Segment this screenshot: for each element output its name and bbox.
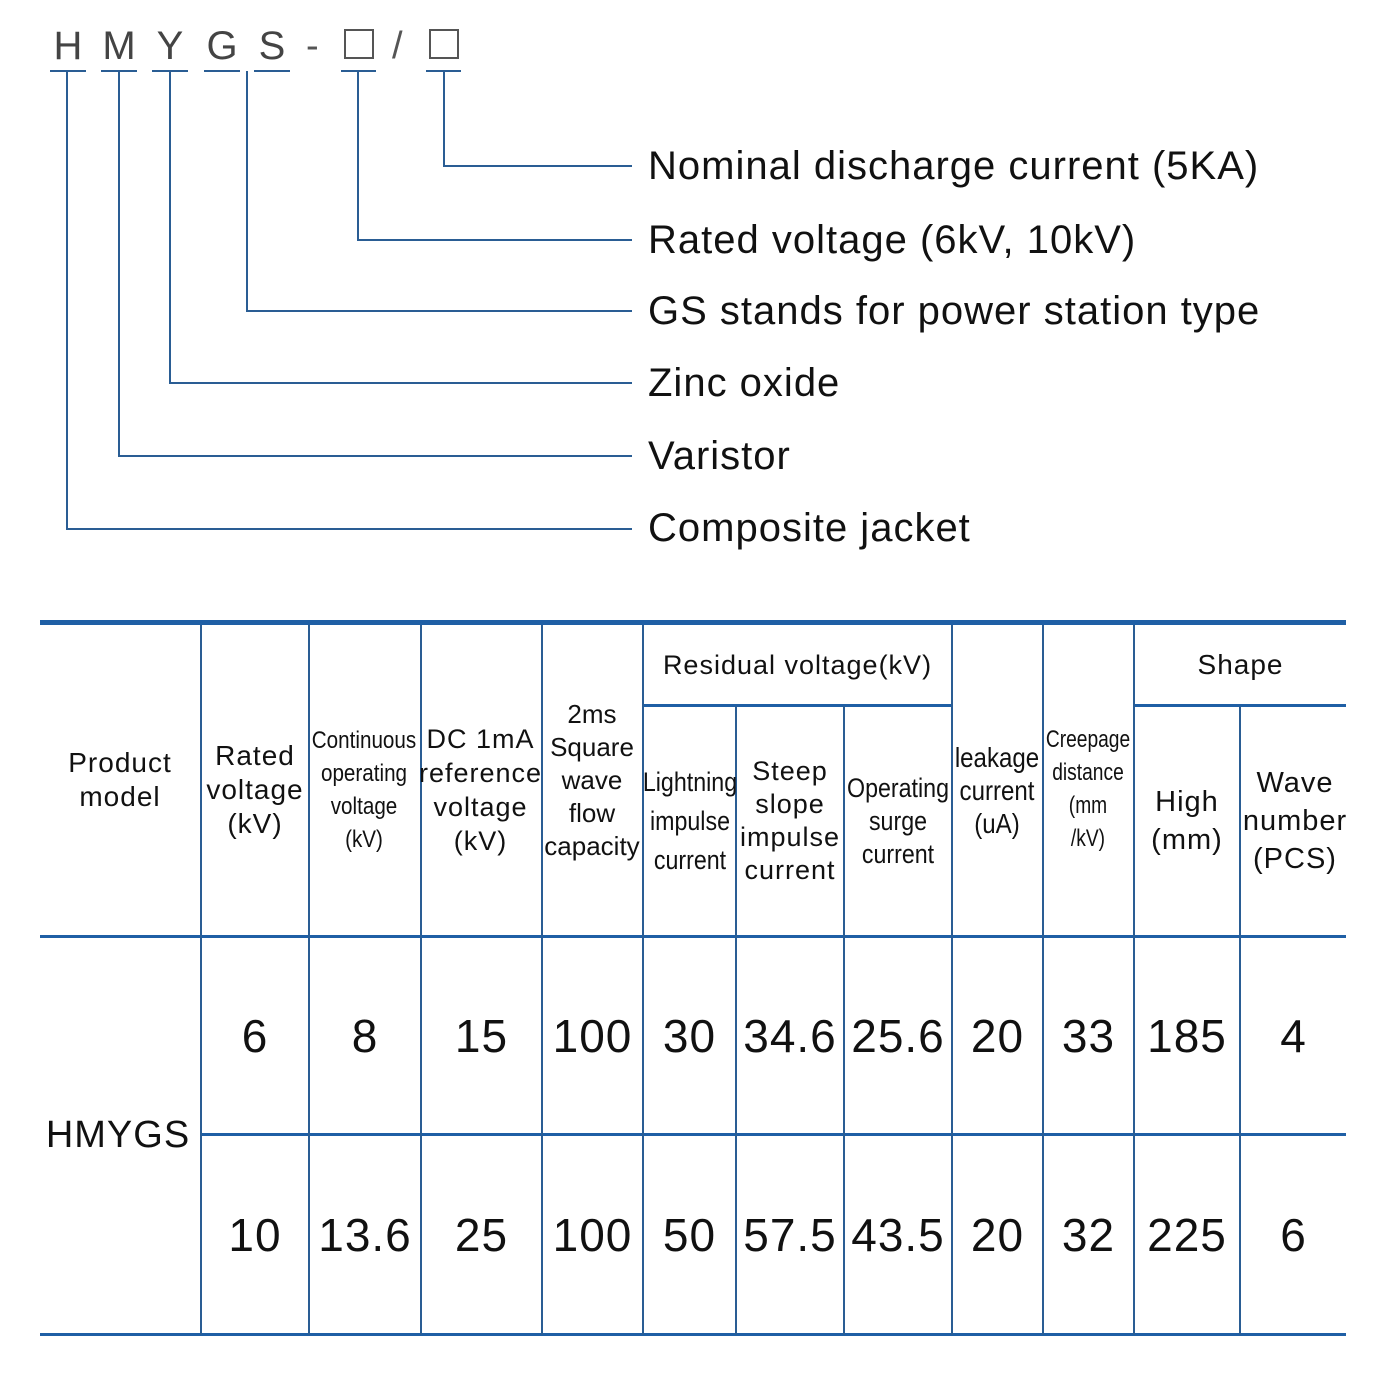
legend-composite-jacket: Composite jacket: [648, 506, 971, 550]
cell-leakage: 20: [970, 1208, 1025, 1261]
cell-dc-ref-voltage: 25: [454, 1208, 509, 1261]
header-dc-reference-voltage: DC 1mA reference voltage (kV): [418, 724, 543, 856]
header-steep-slope: Steep slope impulse current: [739, 756, 841, 885]
legend-zinc-oxide: Zinc oxide: [648, 361, 841, 405]
cell-continuous-voltage: 8: [351, 1009, 379, 1062]
header-wave-number: Wave number (PCS): [1242, 767, 1348, 875]
header-leakage-current: leakage current (uA): [954, 741, 1040, 839]
legend-rated-voltage: Rated voltage (6kV, 10kV): [648, 218, 1137, 262]
col-divider: [951, 625, 953, 1335]
product-model-cell: HMYGS: [45, 1114, 191, 1156]
code-letter-h: H: [53, 24, 83, 68]
cell-rated-voltage: 6: [241, 1009, 269, 1062]
row-divider-rule: [201, 1133, 1346, 1136]
cell-wave-number: 6: [1280, 1208, 1307, 1261]
header-high: High (mm): [1151, 786, 1223, 856]
cell-operating-surge: 25.6: [851, 1009, 945, 1062]
col-divider: [1042, 625, 1044, 1335]
code-letter-s: S: [258, 24, 286, 68]
header-continuous-voltage: Continuous operating voltage (kV): [311, 727, 417, 853]
legend-gs-type: GS stands for power station type: [648, 289, 1261, 333]
col-divider: [1133, 625, 1135, 1335]
col-divider: [735, 706, 737, 1335]
col-divider: [843, 706, 845, 1335]
header-rated-voltage: Rated voltage (kV): [206, 740, 304, 839]
bracket-lines: [50, 70, 632, 530]
table-bottom-rule: [40, 1333, 1346, 1336]
code-slash: /: [392, 25, 403, 67]
cell-rated-voltage: 10: [228, 1208, 282, 1261]
cell-wave-number: 4: [1280, 1009, 1307, 1062]
header-shape: Shape: [1197, 649, 1284, 680]
code-letter-g: G: [206, 24, 238, 68]
cell-square-wave: 100: [552, 1208, 633, 1261]
cell-steep-slope: 57.5: [743, 1208, 837, 1261]
header-operating-surge: Operating surge current: [847, 772, 949, 869]
residual-group-rule: [643, 704, 952, 707]
col-divider: [541, 625, 543, 1335]
cell-square-wave: 100: [552, 1009, 633, 1062]
cell-continuous-voltage: 13.6: [318, 1208, 412, 1261]
header-bottom-rule: [40, 935, 1346, 938]
cell-steep-slope: 34.6: [743, 1009, 837, 1062]
col-divider: [200, 625, 202, 1335]
legend-nominal-discharge: Nominal discharge current (5KA): [648, 144, 1260, 188]
col-divider: [308, 625, 310, 1335]
cell-high: 225: [1147, 1208, 1227, 1261]
current-placeholder-box: [429, 29, 459, 59]
header-square-wave: 2ms Square wave flow capacity: [544, 698, 640, 861]
voltage-placeholder-box: [344, 29, 374, 59]
cell-leakage: 20: [970, 1009, 1025, 1062]
model-code-diagram: H M Y G S - / Nominal discharge current …: [0, 0, 1400, 580]
code-letter-y: Y: [156, 24, 184, 68]
cell-creepage: 32: [1061, 1208, 1116, 1261]
cell-operating-surge: 43.5: [851, 1208, 945, 1261]
cell-high: 185: [1147, 1009, 1227, 1062]
cell-lightning: 30: [662, 1009, 717, 1062]
shape-group-rule: [1134, 704, 1346, 707]
header-residual-voltage: Residual voltage(kV): [662, 650, 933, 680]
legend-varistor: Varistor: [648, 434, 791, 478]
cell-creepage: 33: [1061, 1009, 1116, 1062]
col-divider: [1239, 706, 1241, 1335]
cell-dc-ref-voltage: 15: [454, 1009, 509, 1062]
header-lightning-impulse: Lightning impulse current: [642, 766, 738, 875]
header-creepage-distance: Creepage distance (mm /kV): [1045, 726, 1131, 852]
code-dash: -: [306, 25, 319, 67]
table-top-rule: [40, 620, 1346, 625]
col-divider: [642, 625, 644, 1335]
header-product-model: Product model: [68, 747, 172, 812]
col-divider: [420, 625, 422, 1335]
cell-lightning: 50: [662, 1208, 717, 1261]
code-letter-m: M: [102, 24, 136, 68]
